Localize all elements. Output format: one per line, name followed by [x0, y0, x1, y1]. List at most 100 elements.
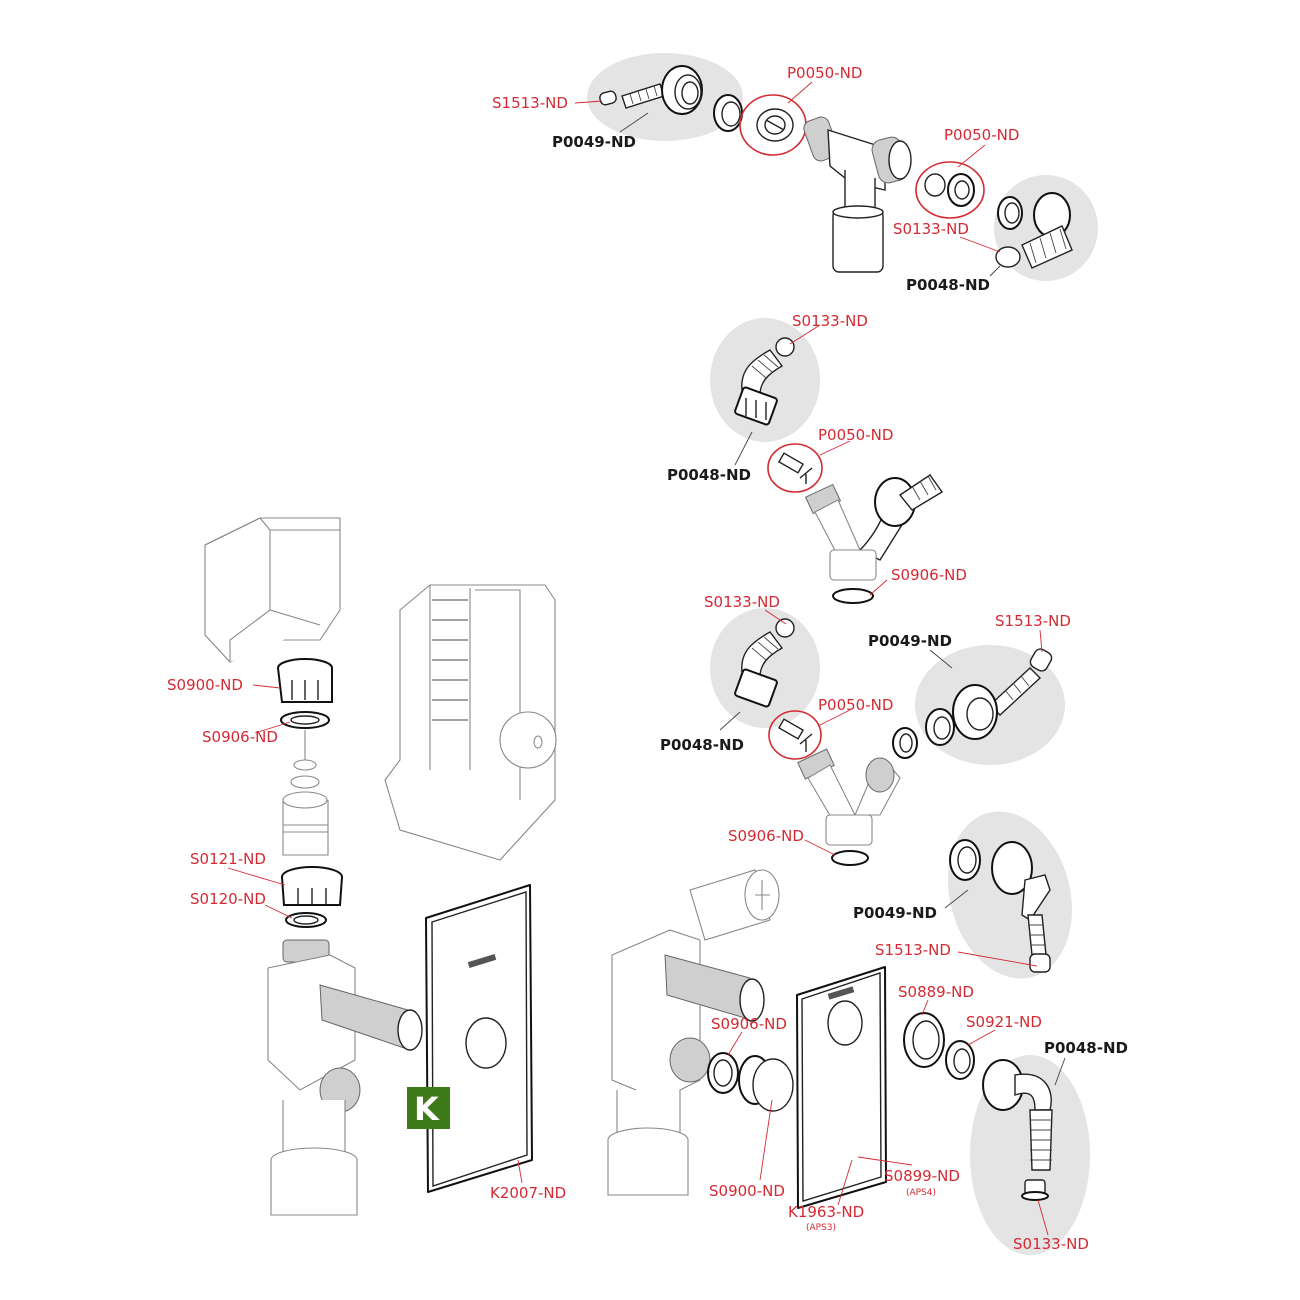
label-s0906-2: S0906-ND — [891, 566, 967, 584]
leader-s0906-left — [254, 721, 291, 734]
label-p0048-2: P0048-ND — [667, 466, 751, 484]
s0900-cap-part-2 — [738, 1055, 794, 1112]
label-s1513-5: S1513-ND — [875, 941, 951, 959]
k2007-cover-plate-part — [425, 884, 533, 1193]
label-s1513-3: S1513-ND — [995, 612, 1071, 630]
brand-logo-mark — [467, 954, 497, 968]
brand-logo-mark-2 — [827, 986, 855, 1000]
label-k1963: K1963-ND — [788, 1203, 864, 1221]
double-y-body-part — [797, 748, 901, 866]
leader-s1513-3 — [1039, 629, 1043, 653]
leader-p0048-2 — [734, 431, 753, 466]
label-s0899-note: (APS4) — [906, 1188, 936, 1198]
left-siphon-assembly: K S0900-ND S0906-ND S0121-ND S0120-ND K2… — [167, 517, 566, 1216]
leader-p0050-2 — [819, 440, 851, 456]
p0050-check-valve-part — [756, 108, 794, 142]
siphon-housing-part — [384, 584, 557, 861]
label-p0049-top: P0049-ND — [552, 133, 636, 151]
p0050-clip-part — [778, 452, 813, 484]
label-s0921: S0921-ND — [966, 1013, 1042, 1031]
label-s0121-left: S0121-ND — [190, 850, 266, 868]
s0906-washer-part-2 — [707, 1052, 739, 1094]
p0050-clip-part-2 — [778, 718, 813, 752]
label-s1513-top: S1513-ND — [492, 94, 568, 112]
label-s0906-3: S0906-ND — [728, 827, 804, 845]
leader-s1513-top — [574, 100, 603, 104]
leader-s0121-left — [227, 867, 286, 886]
leader-p0050-top — [787, 81, 813, 104]
p0049-parts-3 — [892, 648, 1053, 759]
p0048-elbow-part-3 — [734, 618, 795, 708]
s0889-nut-part — [903, 1012, 945, 1068]
double-y-assembly: S0133-ND P0049-ND S1513-ND P0048-ND P005… — [660, 593, 1071, 866]
cover-box-part — [204, 517, 341, 663]
leader-s0889 — [921, 999, 929, 1016]
label-p0050-right: P0050-ND — [944, 126, 1019, 144]
single-y-body-part — [804, 474, 944, 604]
leader-s1513-5 — [957, 951, 1038, 967]
label-s0899: S0899-ND — [884, 1167, 960, 1185]
leader-s0133-top — [959, 236, 1001, 253]
label-s0120-left: S0120-ND — [190, 890, 266, 908]
leader-s0899 — [857, 1156, 913, 1166]
siphon-body-part-2 — [607, 929, 765, 1196]
leader-s0133-3 — [764, 609, 787, 625]
label-s0889: S0889-ND — [898, 983, 974, 1001]
label-s0900-left: S0900-ND — [167, 676, 243, 694]
label-s0133-5: S0133-ND — [1013, 1235, 1089, 1253]
leader-s0921 — [967, 1029, 996, 1046]
label-p0049-5: P0049-ND — [853, 904, 937, 922]
s0921-washer-part — [945, 1040, 975, 1080]
s0906-washer-part — [280, 711, 330, 729]
s1513-cap-part — [599, 90, 617, 106]
p0050-highlight-ring-3 — [767, 443, 823, 493]
label-s0900-5: S0900-ND — [709, 1182, 785, 1200]
leader-k2007 — [517, 1159, 523, 1184]
single-y-assembly: S0133-ND P0048-ND P0050-ND S0906-ND — [667, 312, 967, 604]
siphon-body-part — [267, 939, 423, 1216]
leader-p0048-5 — [1054, 1057, 1066, 1086]
leader-s0906-2 — [869, 579, 888, 596]
cartridge-cylinder-part — [689, 869, 780, 941]
o-ring-part-2 — [290, 775, 320, 789]
s0900-cap-part — [277, 658, 333, 703]
s0121-nut-part — [281, 866, 343, 906]
p0048-halo-3 — [710, 608, 820, 728]
label-p0050-top: P0050-ND — [787, 64, 862, 82]
p0049-nut-part — [661, 65, 703, 115]
p0049-parts-5 — [949, 839, 1051, 973]
leader-p0049-top — [619, 112, 649, 133]
label-s0133-top: S0133-ND — [893, 220, 969, 238]
label-s0906-5: S0906-ND — [711, 1015, 787, 1033]
label-s0133-2: S0133-ND — [792, 312, 868, 330]
leader-k1963 — [837, 1159, 853, 1206]
k-logo-badge: K — [407, 1087, 450, 1129]
p0050-highlight-ring-2 — [915, 161, 985, 219]
p0048-elbow-part — [995, 192, 1073, 269]
leader-s0133-2 — [789, 324, 821, 345]
label-p0048-top: P0048-ND — [906, 276, 990, 294]
s0120-washer-part — [285, 912, 327, 928]
leader-p0049-3 — [929, 649, 953, 669]
leader-p0048-top — [989, 265, 1001, 277]
label-s0133-3: S0133-ND — [704, 593, 780, 611]
logo-letter: K — [414, 1090, 440, 1128]
leader-s0120-left — [264, 904, 293, 919]
top-tee-assembly: S1513-ND P0049-ND P0050-ND P0050-ND S013… — [492, 53, 1098, 294]
label-k2007: K2007-ND — [490, 1184, 566, 1202]
leader-p0050-3 — [817, 709, 851, 727]
leader-p0049-5 — [944, 889, 969, 909]
label-p0048-3: P0048-ND — [660, 736, 744, 754]
o-ring-part — [293, 759, 317, 771]
leader-s0900-left — [252, 684, 281, 689]
p0048-elbow-part-2 — [734, 337, 795, 426]
leader-s0133-5 — [1037, 1199, 1049, 1236]
p0048-elbow-part-5 — [982, 1059, 1053, 1201]
tee-body-part — [803, 116, 912, 273]
p0050-highlight-ring-4 — [768, 710, 822, 760]
p0049-halo-5 — [948, 811, 1072, 979]
valve-insert-part — [282, 791, 329, 856]
label-s0906-left: S0906-ND — [202, 728, 278, 746]
label-p0050-2: P0050-ND — [818, 426, 893, 444]
